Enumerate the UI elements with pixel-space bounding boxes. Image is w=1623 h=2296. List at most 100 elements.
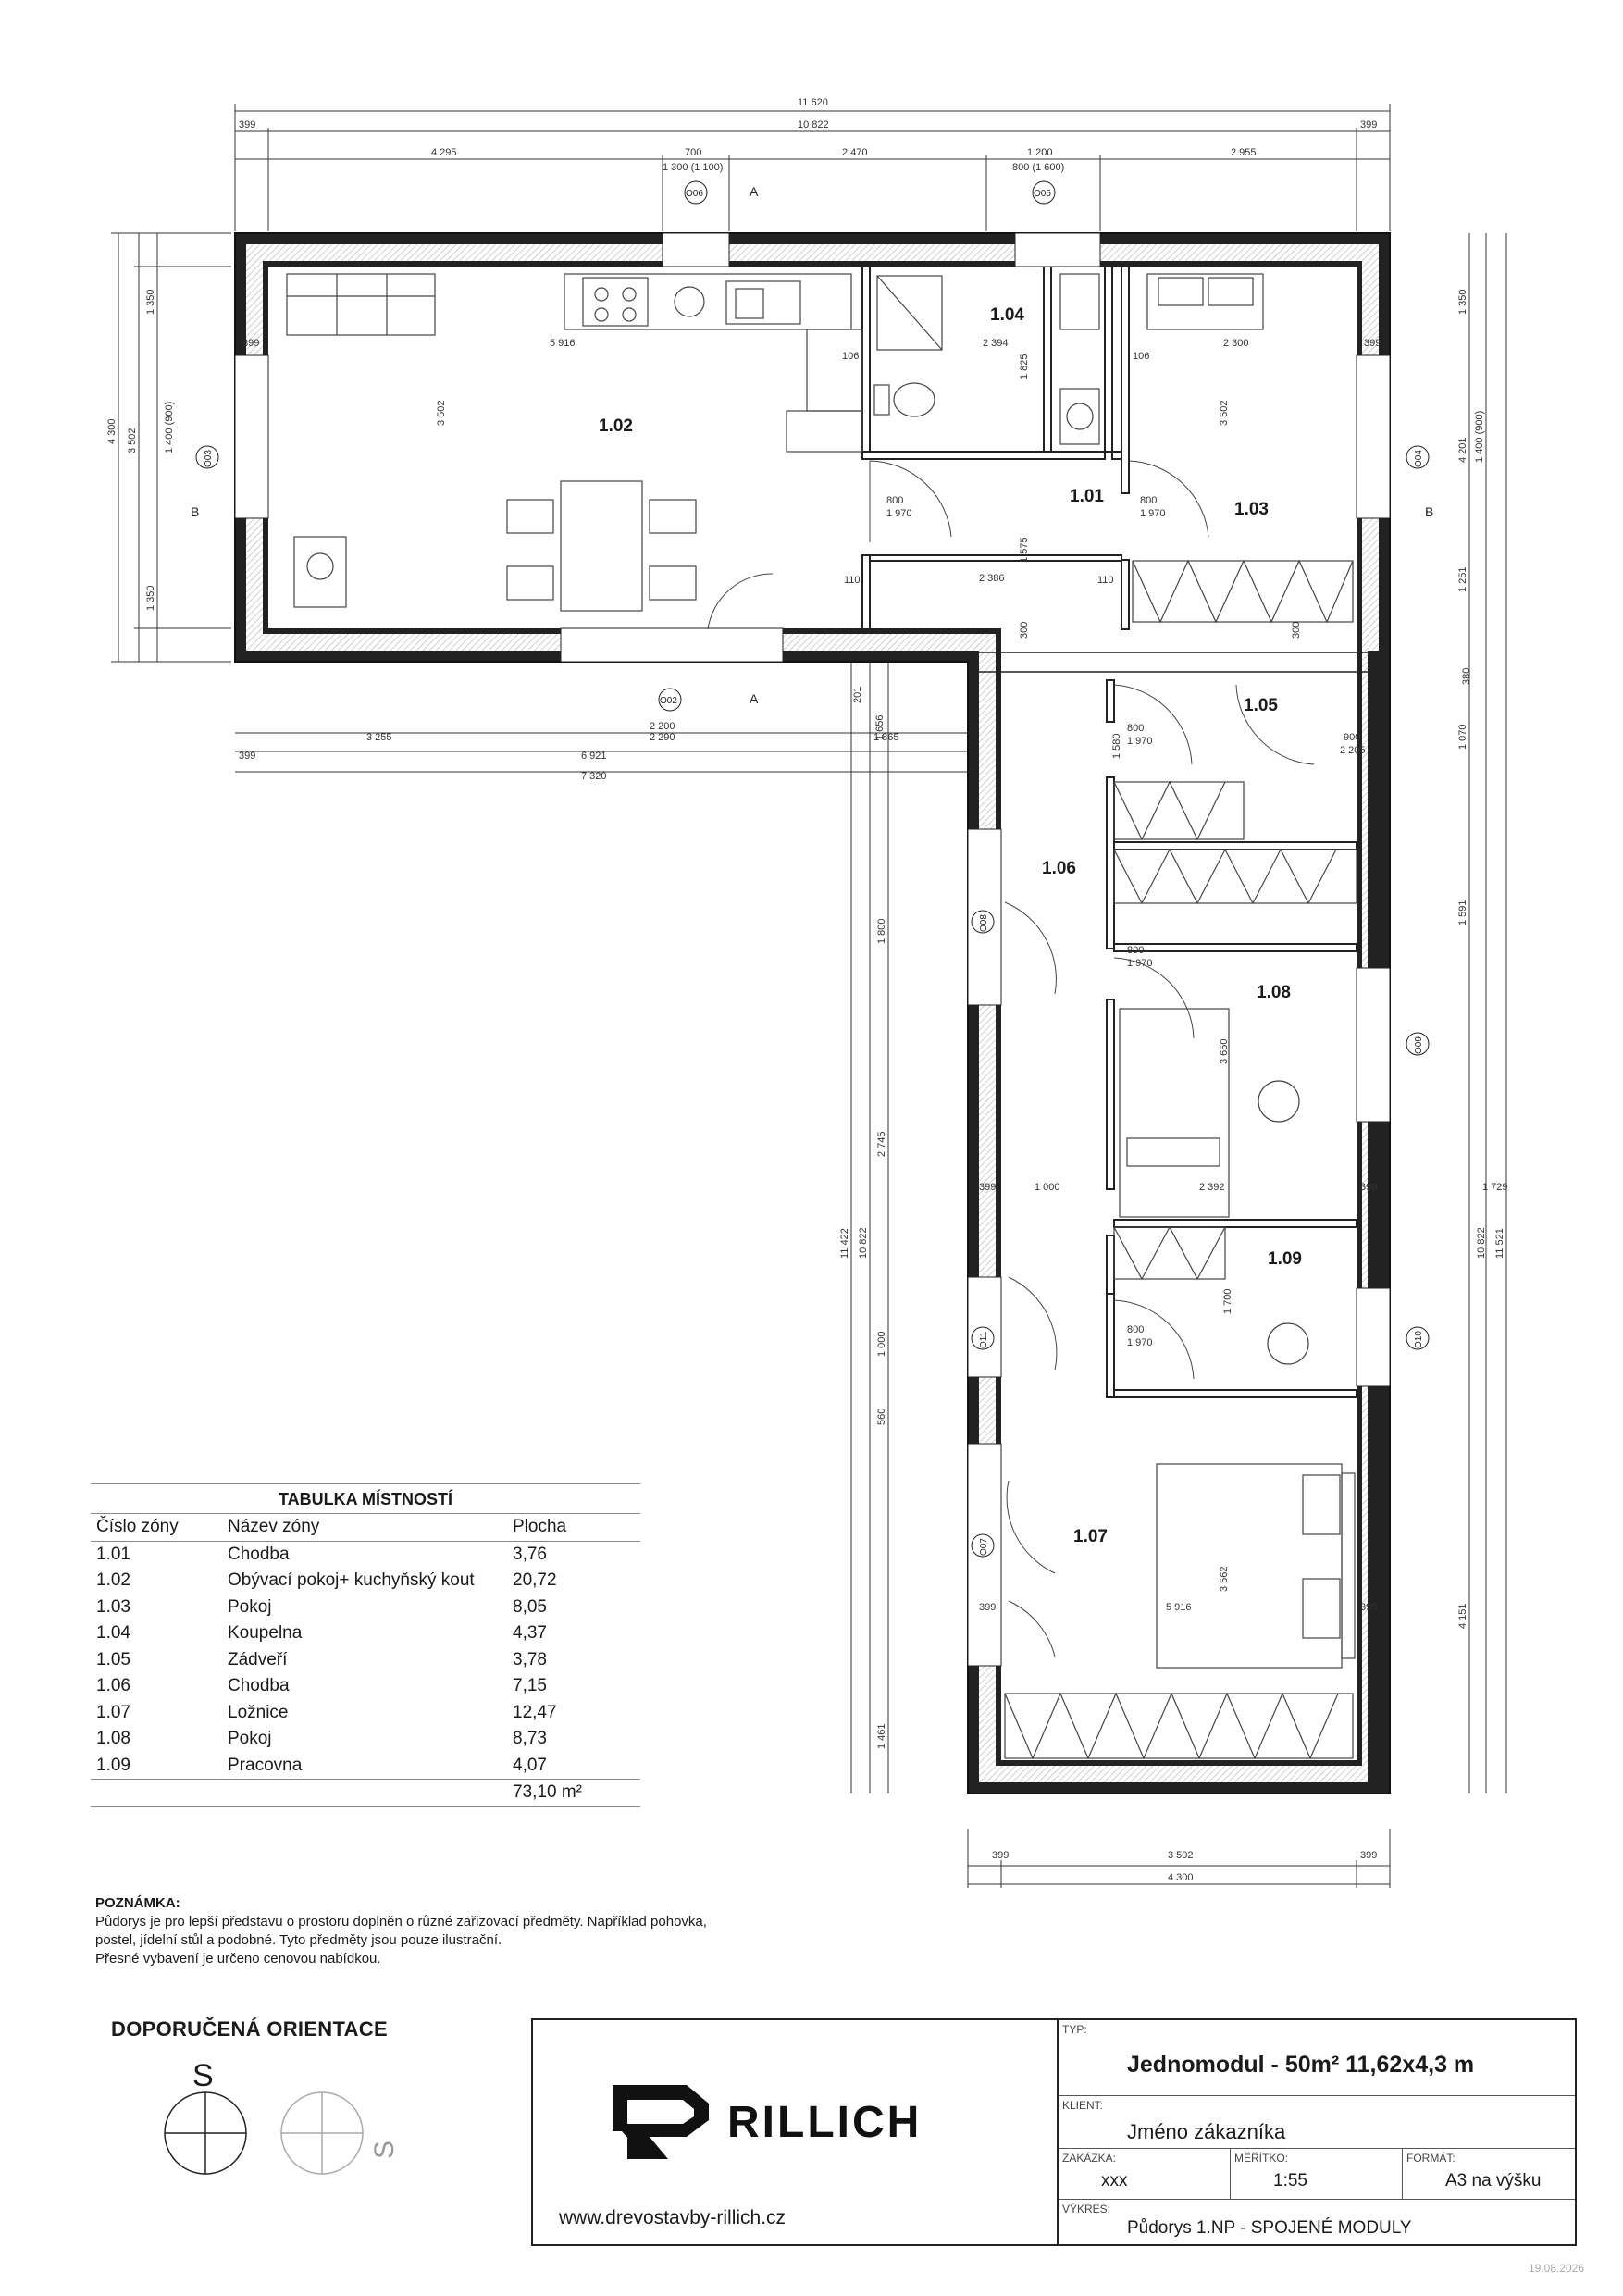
svg-text:10 822: 10 822 [798,119,829,130]
svg-text:1 400 (900): 1 400 (900) [1474,411,1485,463]
svg-text:1 070: 1 070 [1457,724,1468,750]
svg-text:A: A [750,691,759,706]
svg-text:800: 800 [1127,723,1144,734]
svg-text:1 251: 1 251 [1457,566,1468,592]
svg-text:399: 399 [1360,1850,1377,1861]
room-label-1-07: 1.07 [1073,1527,1108,1546]
svg-text:110: 110 [1097,575,1114,586]
svg-text:1 825: 1 825 [1019,354,1030,379]
svg-text:3 650: 3 650 [1219,1038,1230,1064]
svg-text:399: 399 [979,1602,996,1613]
interior-walls [861,266,1357,1398]
svg-text:1 970: 1 970 [1140,508,1166,519]
svg-text:1 000: 1 000 [876,1331,887,1357]
svg-text:2 290: 2 290 [650,732,675,743]
svg-text:800: 800 [1127,945,1144,956]
room-label-1-08: 1.08 [1257,983,1291,1002]
room-table-title: TABULKA MÍSTNOSTÍ [91,1483,640,1514]
room-table: TABULKA MÍSTNOSTÍ Číslo zóny Název zóny … [91,1483,640,1807]
svg-text:2 745: 2 745 [876,1131,887,1157]
svg-text:800: 800 [886,495,903,506]
date-stamp: 19.08.2026 [1529,2262,1585,2275]
svg-text:1 970: 1 970 [886,508,912,519]
room-label-1-05: 1.05 [1244,696,1278,715]
svg-text:399: 399 [979,1182,996,1193]
room-label-1-04: 1.04 [990,305,1024,325]
svg-text:1 461: 1 461 [876,1723,887,1749]
svg-text:1 350: 1 350 [1457,289,1468,315]
svg-text:10 822: 10 822 [1476,1227,1487,1259]
svg-text:1 656: 1 656 [874,714,886,740]
svg-text:2 394: 2 394 [983,338,1009,349]
svg-text:O04: O04 [1414,450,1424,467]
svg-text:2 300: 2 300 [1223,338,1249,349]
orientation-title: DOPORUČENÁ ORIENTACE [111,2017,388,2041]
svg-text:O10: O10 [1414,1331,1424,1348]
room-table-total: 73,10 m² [91,1779,640,1807]
room-label-1-01: 1.01 [1070,487,1104,506]
cell-klient: KLIENT: Jméno zákazníka [1059,2096,1575,2149]
svg-text:O11: O11 [979,1331,989,1348]
svg-text:2 205: 2 205 [1340,745,1366,756]
svg-text:1 575: 1 575 [1019,537,1030,563]
svg-text:3 502: 3 502 [436,400,447,426]
svg-text:201: 201 [852,687,863,703]
title-block: RILLICH www.drevostavby-rillich.cz TYP: … [531,2018,1577,2246]
website-text: www.drevostavby-rillich.cz [559,2207,787,2228]
svg-text:7 320: 7 320 [581,771,607,782]
svg-text:3 502: 3 502 [1168,1850,1194,1861]
svg-text:4 300: 4 300 [1168,1872,1194,1883]
svg-text:800 (1 600): 800 (1 600) [1012,162,1064,173]
svg-text:2 200: 2 200 [650,721,675,732]
svg-text:O07: O07 [979,1538,989,1556]
svg-text:3 502: 3 502 [1219,400,1230,426]
svg-text:106: 106 [842,351,859,362]
cell-meritko: MĚŘÍTKO: 1:55 [1231,2149,1403,2200]
svg-text:1 729: 1 729 [1482,1182,1508,1193]
svg-text:399: 399 [1360,119,1377,130]
cell-typ: TYP: Jednomodul - 50m² 11,62x4,3 m [1059,2020,1575,2096]
door-swings [707,460,1315,1657]
svg-text:380: 380 [1461,668,1472,685]
svg-text:1 200: 1 200 [1027,147,1053,158]
svg-text:1 591: 1 591 [1457,900,1468,925]
svg-text:1 970: 1 970 [1127,1337,1153,1348]
cell-format: FORMÁT: A3 na výšku [1403,2149,1575,2200]
dimension-texts: 11 620 10 822 399 399 4 295 700 2 470 1 … [106,97,1508,1883]
svg-text:B: B [191,504,199,519]
svg-text:5 916: 5 916 [550,338,576,349]
note-line: Půdorys je pro lepší představu o prostor… [95,1914,707,1930]
room-label-1-03: 1.03 [1234,500,1269,519]
svg-text:2 955: 2 955 [1231,147,1257,158]
svg-text:1 580: 1 580 [1111,733,1122,759]
module-joint [968,652,1390,673]
compass [164,2091,364,2175]
orientation-south-rotated: S [369,2140,401,2160]
svg-text:3 255: 3 255 [366,732,392,743]
svg-text:300: 300 [1019,622,1030,639]
svg-text:2 470: 2 470 [842,147,868,158]
note-line: postel, jídelní stůl a podobné. Tyto pře… [95,1932,502,1948]
svg-text:2 392: 2 392 [1199,1182,1225,1193]
room-label-1-09: 1.09 [1268,1249,1302,1269]
svg-text:4 151: 4 151 [1457,1603,1468,1629]
svg-text:O05: O05 [1034,189,1051,199]
room-label-1-06: 1.06 [1042,859,1076,878]
furniture [286,273,1357,1760]
svg-text:1 865: 1 865 [873,732,899,743]
room-table-header: Číslo zóny Název zóny Plocha [91,1514,640,1542]
svg-text:11 422: 11 422 [839,1228,850,1259]
svg-text:O06: O06 [686,189,703,199]
company-logo: RILLICH [613,2085,922,2159]
svg-text:399: 399 [239,751,255,762]
room-label-1-02: 1.02 [599,416,633,436]
svg-text:5 916: 5 916 [1166,1602,1192,1613]
svg-text:2 386: 2 386 [979,573,1005,584]
svg-text:800: 800 [1127,1324,1144,1335]
